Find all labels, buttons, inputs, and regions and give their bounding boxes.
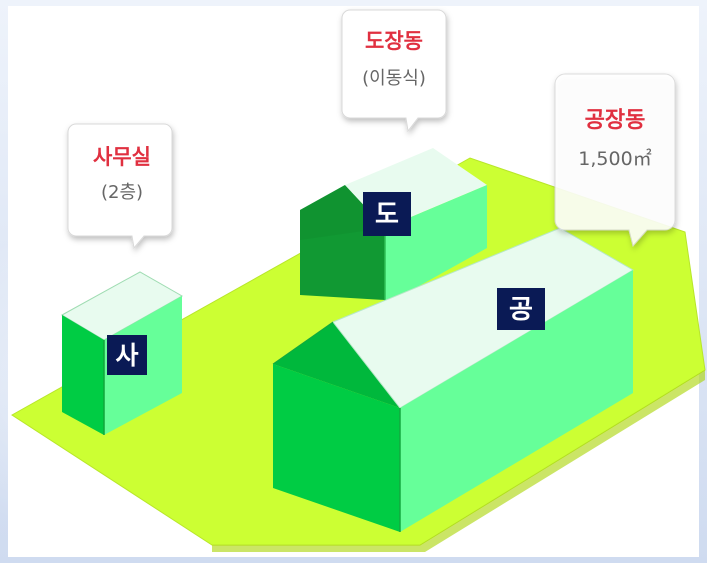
factory-tag-label: 공 <box>509 295 533 325</box>
office-tag: 사 <box>107 335 147 375</box>
factory-callout <box>554 73 676 248</box>
factory-callout-detail: 1,500㎡ <box>578 147 651 170</box>
office-tag-label: 사 <box>115 341 138 370</box>
office-callout <box>67 123 173 250</box>
paint-shop-callout <box>341 9 447 133</box>
paint-shop-callout-title: 도장동 <box>365 29 423 53</box>
paint-shop-callout-detail: (이동식) <box>362 68 426 89</box>
factory-callout-title: 공장동 <box>585 108 646 133</box>
factory-tag: 공 <box>497 288 545 330</box>
paint-shop-tag: 도 <box>363 192 411 236</box>
office-callout-title: 사무실 <box>93 145 151 169</box>
office-building <box>60 271 184 435</box>
paint-shop-tag-label: 도 <box>375 200 399 230</box>
office-callout-detail: (2층) <box>101 182 143 203</box>
factory-building <box>272 227 634 532</box>
